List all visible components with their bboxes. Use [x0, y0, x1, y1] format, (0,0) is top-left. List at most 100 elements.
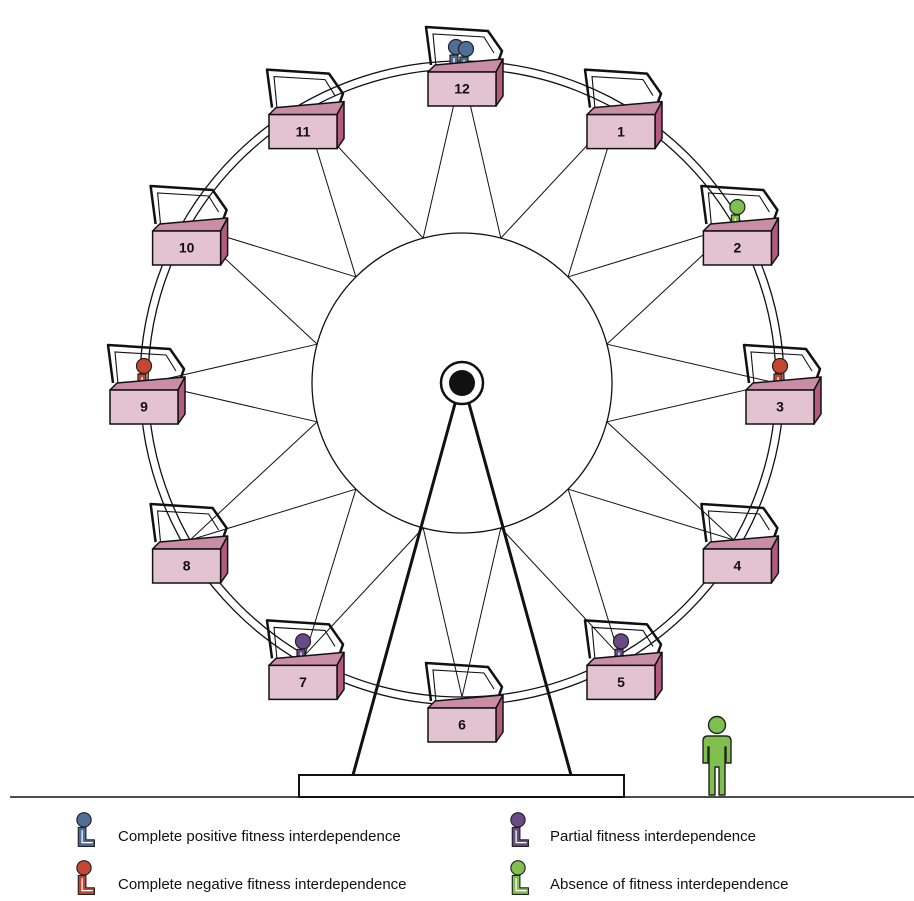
cabin-1: 1 — [583, 68, 663, 150]
spoke — [189, 488, 357, 541]
legend-item-partial: Partial fitness interdependence — [550, 821, 756, 851]
cabin-9: 9 — [106, 343, 186, 425]
legend-icons — [76, 812, 530, 896]
cabin-canopy — [424, 25, 504, 66]
cabin-canopy — [700, 502, 779, 543]
cabin-canopy — [583, 68, 663, 109]
cabin-number: 6 — [458, 717, 466, 733]
cabin-canopy-inner — [591, 626, 654, 660]
cabin-floor — [268, 651, 345, 667]
cabin-front — [268, 113, 338, 150]
legend-label-negative: Complete negative fitness interdependenc… — [118, 875, 407, 893]
spoke — [500, 527, 620, 656]
cabin-floor — [586, 100, 663, 116]
cabin-canopy-inner — [432, 669, 495, 703]
cabin-number: 12 — [454, 81, 470, 97]
cabin-front — [702, 230, 773, 266]
cabin-canopy — [700, 184, 779, 225]
support-leg-right — [466, 399, 573, 776]
cabin-canopy — [424, 661, 504, 702]
spoke — [606, 421, 735, 541]
legend-label-absence: Absence of fitness interdependence — [550, 875, 789, 893]
cabin-7: 7 — [265, 619, 345, 701]
cabin-canopy-inner — [114, 351, 177, 385]
legend-label-positive: Complete positive fitness interdependenc… — [118, 827, 401, 845]
cabin-canopy-inner — [273, 76, 336, 109]
cabin-canopy-inner — [156, 510, 220, 544]
cabin-number: 1 — [617, 123, 625, 139]
cabin-10: 10 — [149, 184, 229, 266]
cabin-floor — [586, 651, 663, 667]
cabin-6: 6 — [424, 661, 504, 743]
spoke — [304, 527, 424, 656]
cabin-front — [745, 389, 815, 425]
spoke — [606, 343, 777, 384]
cabin-canopy — [149, 184, 228, 225]
base-platform — [298, 774, 625, 798]
cabin-canopy — [583, 619, 663, 659]
spoke — [189, 421, 318, 541]
cabin-front — [702, 548, 773, 584]
cabin-front — [151, 548, 222, 584]
cabin-canopy-inner — [707, 192, 770, 226]
support-leg-left — [351, 399, 458, 776]
axle — [449, 370, 475, 396]
cabin-front — [427, 71, 497, 107]
cabin-front — [586, 664, 656, 701]
legend-negative-icon — [76, 860, 96, 896]
cabin-front — [586, 113, 656, 150]
legend-positive-icon — [76, 812, 96, 848]
cabin-number: 5 — [617, 674, 625, 690]
cabin-canopy-inner — [591, 76, 654, 109]
cabin-canopy-inner — [750, 351, 813, 385]
cabin-2: 2 — [700, 184, 780, 266]
cabin-front — [109, 389, 179, 425]
cabin-canopy-inner — [707, 510, 770, 544]
cabin-floor — [151, 535, 229, 550]
cabin-floor — [702, 217, 780, 232]
cabin-front — [268, 664, 338, 701]
cabin-front — [427, 707, 497, 743]
cabin-number: 10 — [179, 240, 195, 256]
cabin-floor — [268, 100, 345, 116]
cabin-5: 5 — [583, 619, 663, 701]
support-frame — [351, 360, 573, 776]
legend-item-positive: Complete positive fitness interdependenc… — [118, 821, 401, 851]
spoke — [304, 488, 357, 656]
cabin-canopy-inner — [432, 33, 495, 67]
cabin-canopy-inner — [156, 192, 220, 226]
cabin-number: 4 — [733, 558, 741, 574]
cabin-number: 9 — [140, 399, 148, 415]
cabin-canopy — [106, 343, 186, 384]
cabin-canopy — [149, 502, 228, 543]
legend-item-absence: Absence of fitness interdependence — [550, 869, 789, 899]
cabin-4: 4 — [700, 502, 780, 584]
cabin-3: 3 — [742, 343, 822, 425]
cabin-number: 11 — [296, 123, 311, 139]
cabin-floor — [151, 217, 229, 232]
cabin-number: 7 — [299, 674, 307, 690]
spoke — [567, 488, 735, 541]
spoke — [461, 527, 502, 698]
cabin-12: 12 — [424, 25, 504, 107]
cabin-11: 11 — [265, 68, 345, 150]
spoke — [422, 527, 463, 698]
cabin-canopy — [265, 68, 345, 109]
legend-partial-icon — [510, 812, 530, 848]
spoke — [147, 343, 318, 384]
cabin-number: 8 — [183, 558, 191, 574]
cabin-floor — [702, 535, 780, 550]
cabin-8: 8 — [149, 502, 229, 584]
cabin-front — [151, 230, 222, 266]
legend-item-negative: Complete negative fitness interdependenc… — [118, 869, 407, 899]
cabin-number: 3 — [776, 399, 784, 415]
cabin-canopy — [742, 343, 822, 384]
legend-label-partial: Partial fitness interdependence — [550, 827, 756, 845]
standing-person-icon — [702, 715, 732, 796]
cabin-number: 2 — [733, 240, 741, 256]
cabin-canopy-inner — [273, 626, 336, 660]
legend-absence-icon — [510, 860, 530, 896]
cabin-canopy — [265, 619, 345, 659]
